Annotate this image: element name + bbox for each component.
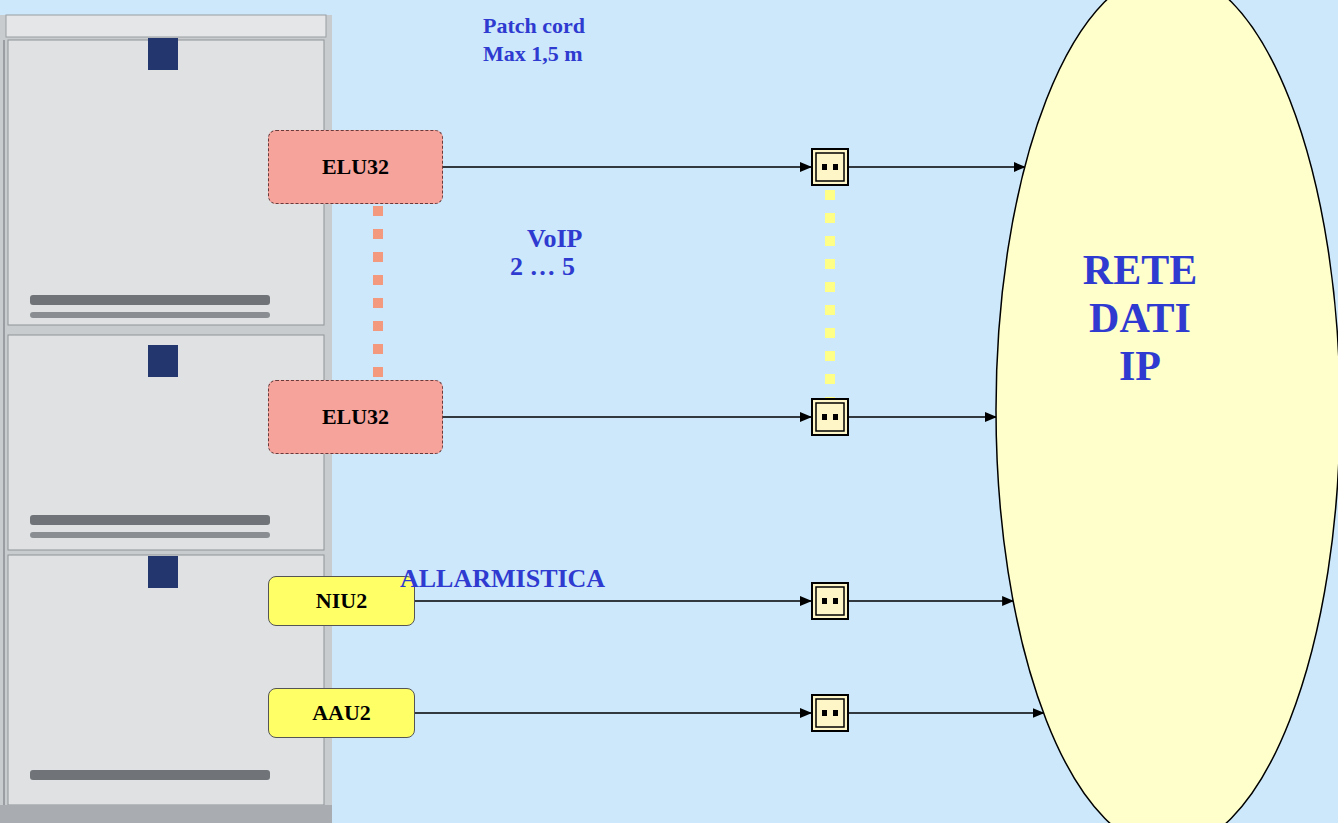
socket-pin bbox=[822, 164, 827, 170]
socket-pin bbox=[833, 710, 838, 716]
link-line bbox=[415, 600, 1013, 602]
socket-inner bbox=[816, 699, 844, 727]
dotted-link bbox=[373, 206, 383, 382]
interface-board: ELU32 bbox=[268, 130, 443, 204]
board-name: ELU32 bbox=[322, 404, 389, 430]
cabinet-edge bbox=[3, 40, 5, 805]
cabinet-slot bbox=[30, 770, 270, 780]
cabinet-slot bbox=[30, 295, 270, 305]
ellipse-outline bbox=[995, 0, 1338, 823]
arrow-head bbox=[800, 596, 812, 606]
network-label: RETE DATI IP bbox=[1075, 246, 1205, 390]
socket-outer bbox=[812, 399, 848, 435]
interface-board: AAU2 bbox=[268, 688, 415, 738]
service-label: VoIP bbox=[527, 224, 582, 254]
cabinet-slot bbox=[30, 532, 270, 538]
cabinet-slot bbox=[30, 515, 270, 525]
cabinet-slot bbox=[30, 312, 270, 318]
socket-pin bbox=[822, 710, 827, 716]
socket-pin bbox=[833, 414, 838, 420]
arrow-head bbox=[800, 162, 812, 172]
network-link bbox=[443, 162, 1025, 172]
cabinet-base bbox=[0, 805, 332, 823]
link-line bbox=[443, 416, 996, 418]
network-ellipse: RETE DATI IP bbox=[995, 0, 1338, 823]
socket-outer bbox=[812, 149, 848, 185]
network-link bbox=[443, 412, 996, 422]
cabinet-top bbox=[6, 15, 326, 37]
cabinet-badge bbox=[148, 38, 178, 70]
interface-board: ELU32 bbox=[268, 380, 443, 454]
board-name: ELU32 bbox=[322, 154, 389, 180]
cabinet-badge bbox=[148, 345, 178, 377]
socket-icon bbox=[812, 149, 848, 185]
board-name: NIU2 bbox=[316, 588, 367, 614]
socket-icon bbox=[812, 695, 848, 731]
network-link bbox=[415, 708, 1044, 718]
socket-inner bbox=[816, 403, 844, 431]
link-line bbox=[443, 166, 1025, 168]
ellipse-shape bbox=[996, 0, 1338, 823]
socket-icon bbox=[812, 583, 848, 619]
service-label: ALLARMISTICA bbox=[400, 564, 605, 594]
board-name: AAU2 bbox=[312, 700, 371, 726]
socket-pin bbox=[833, 598, 838, 604]
network-link bbox=[415, 596, 1013, 606]
socket-pin bbox=[833, 164, 838, 170]
socket-pin bbox=[822, 414, 827, 420]
cable-note: Patch cord Max 1,5 m bbox=[483, 12, 611, 68]
arrow-head bbox=[800, 412, 812, 422]
socket-icon bbox=[812, 399, 848, 435]
dotted-link bbox=[825, 190, 835, 400]
socket-outer bbox=[812, 695, 848, 731]
interface-board: NIU2 bbox=[268, 576, 415, 626]
cabinet-badge bbox=[148, 556, 178, 588]
link-line bbox=[415, 712, 1044, 714]
socket-inner bbox=[816, 153, 844, 181]
arrow-head bbox=[800, 708, 812, 718]
socket-pin bbox=[822, 598, 827, 604]
socket-outer bbox=[812, 583, 848, 619]
count-label: 2 … 5 bbox=[510, 252, 575, 282]
socket-inner bbox=[816, 587, 844, 615]
